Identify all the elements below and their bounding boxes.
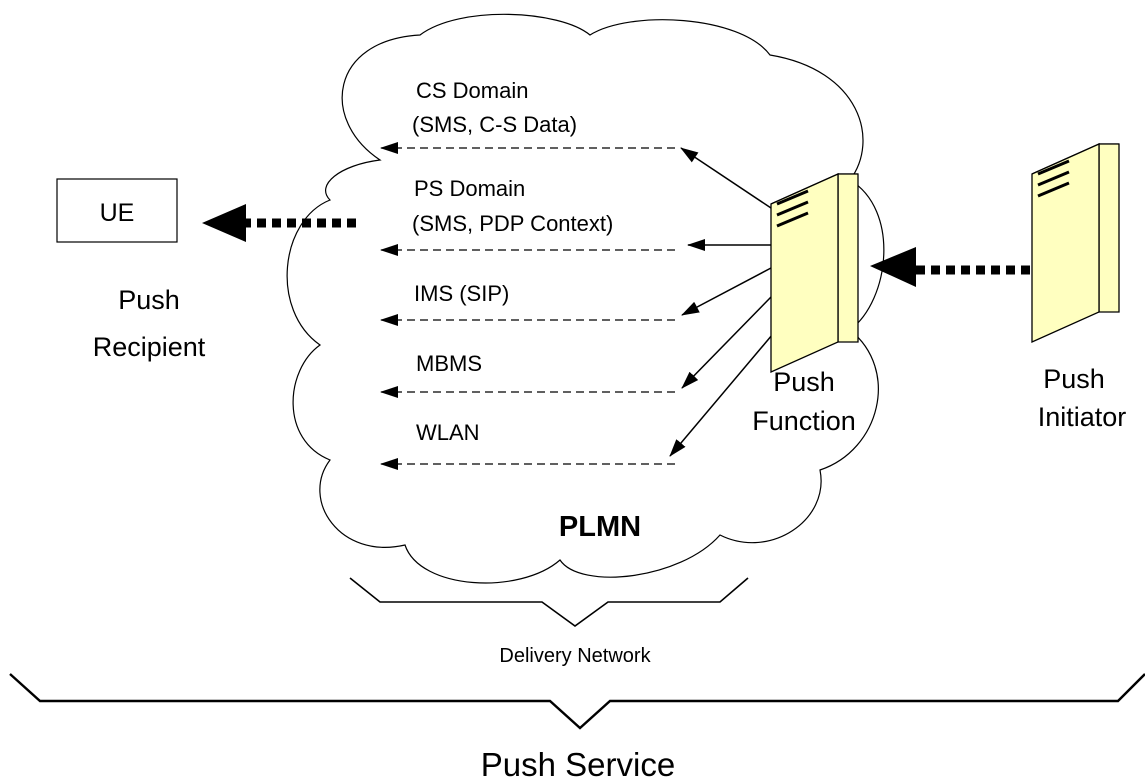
push-service-label: Push Service: [481, 746, 675, 782]
mbms-domain-label: MBMS: [416, 351, 482, 376]
push-to-cs-arrow: [680, 147, 772, 209]
server-tower-icon: [770, 172, 859, 374]
push-service-brace: [9, 673, 1145, 730]
initiator-arrow-head: [870, 247, 916, 287]
delivery-network-brace: [349, 577, 749, 627]
push-initiator-label-2: Initiator: [1038, 402, 1127, 432]
cs-domain-label-1: CS Domain: [416, 78, 528, 103]
push-to-wlan-arrow: [669, 321, 784, 457]
cs-domain-label-2: (SMS, C-S Data): [412, 112, 577, 137]
ue-label: UE: [100, 199, 135, 227]
push-recipient-label-2: Recipient: [93, 332, 206, 362]
push-to-mbms-arrow: [681, 296, 772, 389]
push-function-label-2: Function: [752, 406, 856, 436]
push-to-ims-arrow: [681, 267, 772, 316]
server-tower-icon: [1031, 142, 1120, 344]
push-initiator-label-1: Push: [1043, 364, 1105, 394]
delivery-network-label: Delivery Network: [499, 645, 651, 667]
ps-domain-label-2: (SMS, PDP Context): [412, 211, 613, 236]
ps-domain-label-1: PS Domain: [414, 176, 525, 201]
plmn-cloud: [286, 13, 885, 584]
ims-domain-label: IMS (SIP): [414, 281, 509, 306]
plmn-label: PLMN: [559, 511, 641, 543]
push-recipient-label-1: Push: [118, 285, 180, 315]
push-function-label-1: Push: [773, 367, 835, 397]
ue-box: [56, 178, 178, 243]
wlan-domain-label: WLAN: [416, 420, 480, 445]
ue-arrow-head: [202, 204, 246, 242]
